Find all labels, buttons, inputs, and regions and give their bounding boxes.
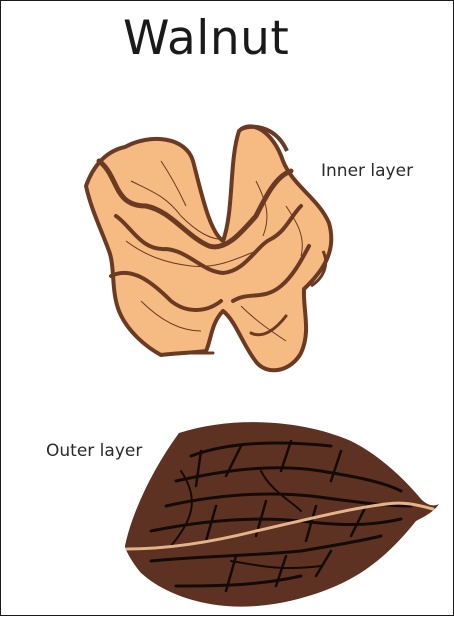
walnut-shell <box>125 422 439 607</box>
walnut-kernel <box>86 126 331 370</box>
